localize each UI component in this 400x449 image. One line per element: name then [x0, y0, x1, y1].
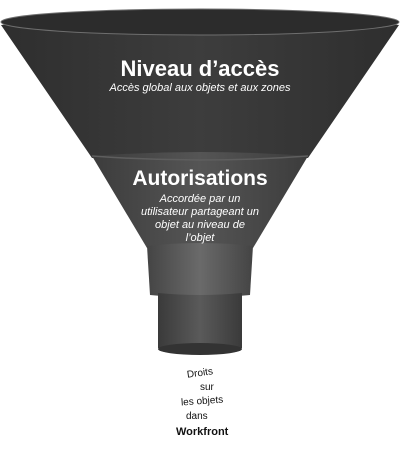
output-line-5: Workfront	[176, 426, 229, 438]
funnel-middle-section	[92, 152, 308, 248]
funnel-rim	[0, 8, 400, 36]
level-1-title: Niveau d’accès	[120, 56, 280, 81]
funnel-middle-rim	[91, 155, 309, 161]
level-1-subtitle: Accès global aux objets et aux zones	[109, 82, 291, 94]
level-2-title: Autorisations	[132, 167, 268, 190]
level-2-subtitle: Accordée par un utilisateur partageant u…	[140, 193, 260, 244]
funnel-neck	[147, 243, 253, 298]
output-line-2: sur	[200, 382, 214, 393]
funnel-spout-opening	[158, 343, 242, 355]
funnel-spout	[158, 293, 242, 353]
output-line-4: dans	[186, 411, 208, 422]
funnel-top-section	[1, 12, 399, 158]
